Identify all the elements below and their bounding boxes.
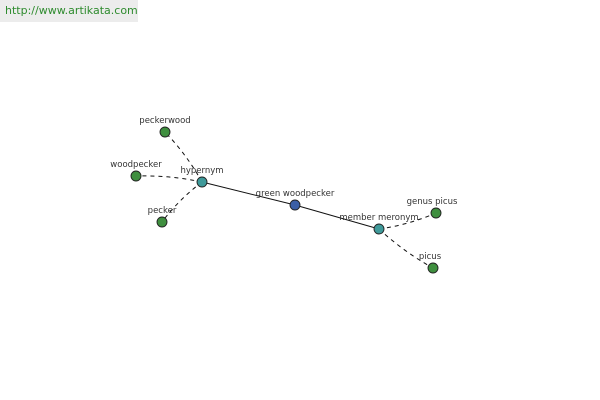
node-picus-label: picus — [419, 252, 442, 262]
node-pecker-dot[interactable] — [156, 216, 168, 228]
edge-member-meronym-to-picus — [378, 228, 434, 269]
edge-green-woodpecker-to-hypernym — [201, 181, 296, 206]
node-woodpecker-label: woodpecker — [110, 160, 162, 170]
source-link[interactable]: http://www.artikata.com — [5, 4, 138, 17]
node-picus-dot[interactable] — [427, 262, 439, 274]
node-genus-picus-dot[interactable] — [430, 207, 442, 219]
node-member-meronym[interactable]: member meronym — [339, 213, 419, 235]
node-peckerwood[interactable]: peckerwood — [139, 116, 191, 138]
node-green-woodpecker[interactable]: green woodpecker — [256, 189, 335, 211]
node-woodpecker[interactable]: woodpecker — [110, 160, 162, 182]
edge-hypernym-to-pecker — [161, 181, 203, 223]
edge-hypernym-to-woodpecker — [135, 175, 203, 183]
source-bar: http://www.artikata.com — [0, 0, 138, 22]
node-genus-picus-label: genus picus — [407, 197, 458, 207]
node-picus[interactable]: picus — [419, 252, 442, 274]
node-woodpecker-dot[interactable] — [130, 170, 142, 182]
node-member-meronym-label: member meronym — [339, 213, 418, 223]
node-peckerwood-dot[interactable] — [159, 126, 171, 138]
edge-green-woodpecker-to-member-meronym — [294, 204, 380, 230]
node-peckerwood-label: peckerwood — [139, 116, 190, 126]
edge-layer — [135, 131, 437, 269]
node-hypernym-label: hypernym — [180, 166, 223, 176]
node-hypernym-dot[interactable] — [196, 176, 208, 188]
node-layer: green woodpecker hypernym member meronym pe… — [110, 116, 458, 274]
node-hypernym[interactable]: hypernym — [180, 166, 224, 188]
node-green-woodpecker-label: green woodpecker — [256, 189, 335, 199]
node-green-woodpecker-dot[interactable] — [289, 199, 301, 211]
node-pecker[interactable]: pecker — [148, 206, 177, 228]
node-member-meronym-dot[interactable] — [373, 223, 385, 235]
node-pecker-label: pecker — [148, 206, 177, 216]
node-genus-picus[interactable]: genus picus — [407, 197, 458, 219]
